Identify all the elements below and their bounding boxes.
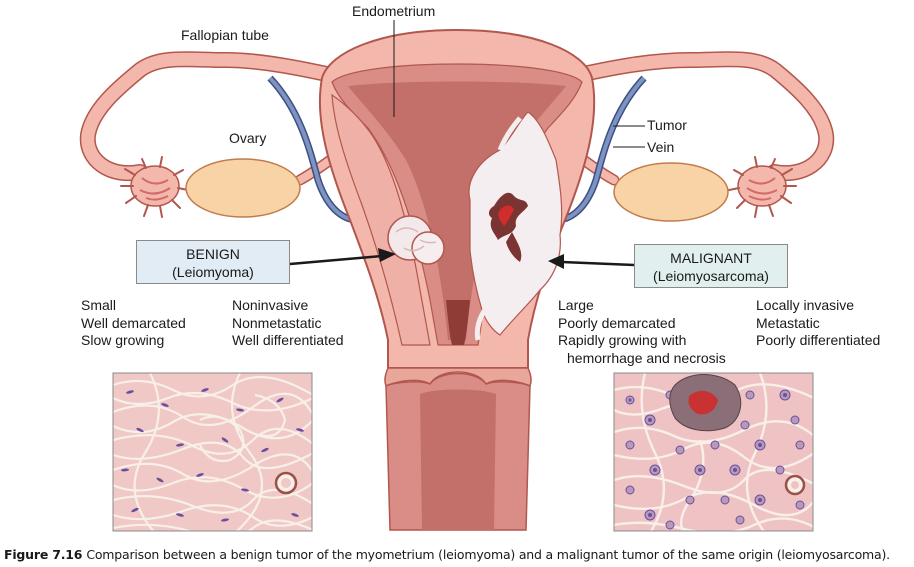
tumor-label: Tumor xyxy=(647,117,687,133)
benign-subtitle: (Leiomyoma) xyxy=(172,264,254,280)
malignant-subtitle: (Leiomyosarcoma) xyxy=(653,268,769,284)
malignant-trait: hemorrhage and necrosis xyxy=(567,349,726,366)
uterus-illustration xyxy=(79,20,835,532)
ovary-label: Ovary xyxy=(229,130,267,146)
benign-arrow xyxy=(289,248,396,266)
figure-label: Figure 7.16 xyxy=(4,547,83,562)
endometrium-label: Endometrium xyxy=(352,3,436,19)
malignant-arrow xyxy=(548,254,635,269)
fallopian-tube-left xyxy=(79,51,353,182)
vein-left xyxy=(267,75,363,224)
malignant-trait: Large xyxy=(558,297,594,313)
histology-malignant xyxy=(614,373,813,531)
fimbriae-right xyxy=(728,156,797,218)
cervix-vagina xyxy=(384,367,532,388)
benign-traits-left: Small Well demarcated Slow growing xyxy=(81,297,186,350)
benign-trait: Well demarcated xyxy=(81,314,186,331)
benign-traits-right: Noninvasive Nonmetastatic Well different… xyxy=(232,297,344,350)
benign-trait: Small xyxy=(81,297,117,313)
ovary-right xyxy=(613,162,729,222)
histology-benign xyxy=(113,373,312,531)
fallopian-tube-right xyxy=(557,51,835,182)
vein-right xyxy=(551,75,647,224)
benign-box: BENIGN (Leiomyoma) xyxy=(136,240,290,284)
caption-text: Comparison between a benign tumor of the… xyxy=(86,547,890,562)
malignant-trait: Poorly differentiated xyxy=(756,332,881,348)
benign-trait: Nonmetastatic xyxy=(232,314,322,331)
malignant-traits-left: Large Poorly demarcated Rapidly growing … xyxy=(558,297,726,367)
malignant-traits-right: Locally invasive Metastatic Poorly diffe… xyxy=(756,297,880,350)
malignant-trait: Rapidly growing with xyxy=(558,332,687,348)
benign-trait: Noninvasive xyxy=(232,297,309,313)
fallopian-tube-label: Fallopian tube xyxy=(181,27,269,43)
malignant-trait: Metastatic xyxy=(756,314,820,331)
benign-tumor xyxy=(387,215,445,265)
ovary-left xyxy=(185,158,301,218)
benign-trait: Well differentiated xyxy=(232,332,344,348)
malignant-trait: Locally invasive xyxy=(756,297,855,313)
benign-title: BENIGN xyxy=(186,246,240,262)
benign-trait: Slow growing xyxy=(81,332,165,348)
malignant-title: MALIGNANT xyxy=(670,250,752,266)
malignant-tumor xyxy=(468,111,563,341)
vein-label: Vein xyxy=(647,139,675,155)
fimbriae-left xyxy=(120,156,189,218)
malignant-trait: Poorly demarcated xyxy=(558,314,676,331)
malignant-box: MALIGNANT (Leiomyosarcoma) xyxy=(634,244,788,288)
